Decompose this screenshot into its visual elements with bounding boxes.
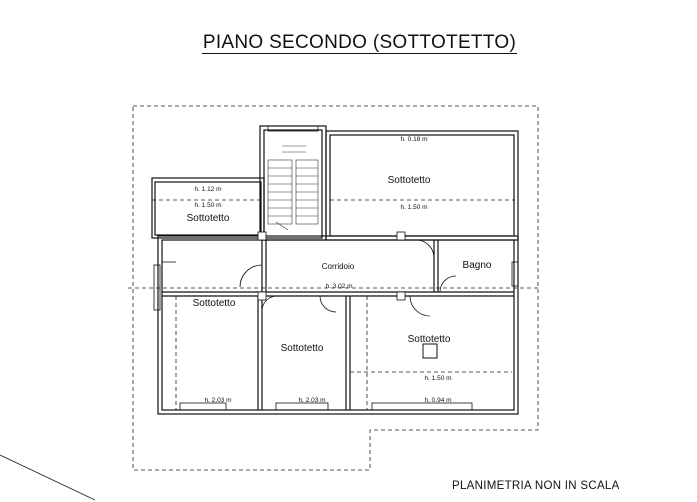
skylight	[422, 343, 438, 359]
bottom-left-height: h. 2.03 m	[204, 397, 231, 404]
bath-name: Bagno	[463, 260, 492, 271]
top-right-height-top: h. 0.18 m	[400, 136, 427, 143]
corridor-name: Corridoio	[322, 262, 355, 271]
top-left-height-top: h. 1.12 m	[194, 186, 221, 193]
bottom-right-height-mid: h. 1.50 m	[424, 375, 451, 382]
windows	[153, 125, 519, 411]
staircase	[267, 145, 319, 231]
top-left-height-bottom: h. 1.50 m	[194, 202, 221, 209]
bottom-right-room-name: Sottotetto	[408, 334, 451, 345]
top-right-room-name: Sottotetto	[388, 175, 431, 186]
walls	[151, 125, 519, 415]
top-left-room-name: Sottotetto	[187, 213, 230, 224]
top-right-height-bottom: h. 1.50 m	[400, 204, 427, 211]
roof-outline	[128, 105, 539, 471]
bottom-mid-height: h. 2.03 m	[298, 397, 325, 404]
bottom-mid-room-name: Sottotetto	[281, 343, 324, 354]
site-line	[0, 454, 96, 501]
corridor-height: h. 3.02 m	[325, 283, 352, 290]
pillars	[257, 231, 406, 301]
bottom-left-room-name: Sottotetto	[193, 298, 236, 309]
bottom-right-height-bottom: h. 0.94 m	[424, 397, 451, 404]
plan-title-text: PIANO SECONDO (SOTTOTETTO)	[201, 32, 518, 54]
scale-note: PLANIMETRIA NON IN SCALA	[452, 480, 620, 492]
plan-title: PIANO SECONDO (SOTTOTETTO)	[0, 32, 697, 54]
